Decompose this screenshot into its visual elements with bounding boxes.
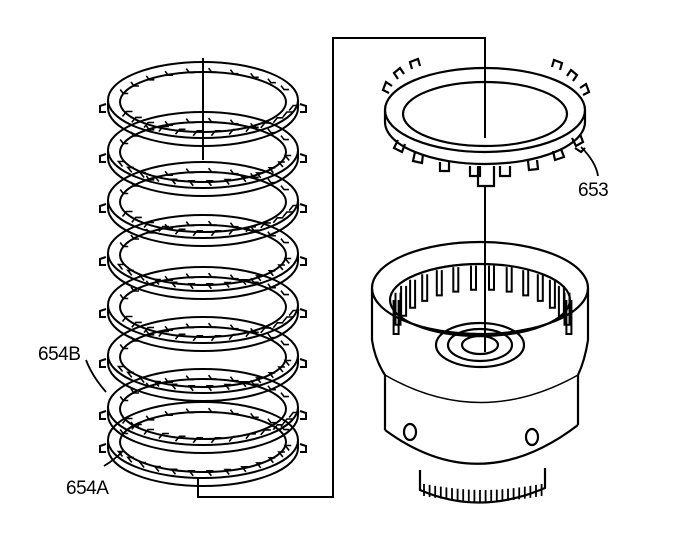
plate-outer-rim bbox=[107, 266, 299, 344]
leader-654b bbox=[85, 359, 107, 393]
plate-tabs bbox=[99, 358, 307, 368]
drum-spline bbox=[452, 267, 460, 293]
drum-internal-splines bbox=[392, 265, 573, 335]
clutch-plate bbox=[99, 214, 307, 300]
plate-edge bbox=[107, 355, 299, 402]
plate-edge bbox=[107, 407, 299, 454]
plate-inner-rim bbox=[119, 411, 287, 473]
assembly-bracket-line bbox=[197, 37, 486, 498]
plate-outer-rim bbox=[107, 316, 299, 394]
label-653: 653 bbox=[578, 180, 608, 201]
clutch-plate bbox=[99, 266, 307, 352]
plate-tabs bbox=[99, 256, 307, 266]
plate-edge bbox=[107, 150, 299, 197]
plate-inner-rim bbox=[119, 276, 287, 338]
label-654a: 654A bbox=[66, 478, 109, 499]
drum-spline bbox=[409, 279, 417, 309]
drum-spline bbox=[548, 279, 556, 309]
clutch-plate-stack bbox=[99, 61, 307, 487]
drum-spline bbox=[488, 265, 495, 291]
plate-teeth bbox=[116, 407, 292, 477]
drum-spline bbox=[557, 285, 565, 317]
clutch-plate bbox=[99, 401, 307, 487]
drum-spline bbox=[522, 270, 530, 297]
drum-spline bbox=[536, 274, 544, 302]
drum-spline bbox=[505, 267, 513, 293]
plate-edge bbox=[107, 440, 299, 487]
plate-edge bbox=[107, 305, 299, 352]
plate-edge bbox=[107, 200, 299, 247]
drum-spline bbox=[435, 270, 443, 297]
plate-inner-rim bbox=[119, 326, 287, 388]
plate-tabs bbox=[99, 308, 307, 318]
plate-inner-rim bbox=[119, 378, 287, 440]
plate-teeth bbox=[119, 272, 300, 342]
drum-spline bbox=[392, 300, 400, 335]
plate-edge bbox=[107, 253, 299, 300]
hub-gear-teeth bbox=[423, 484, 543, 502]
leader-653 bbox=[580, 146, 599, 177]
plate-tabs bbox=[99, 103, 307, 113]
plate-tabs bbox=[99, 203, 307, 213]
drum-spline bbox=[470, 265, 477, 291]
plate-tabs bbox=[99, 153, 307, 163]
plate-teeth bbox=[119, 67, 300, 137]
plate-inner-rim bbox=[119, 224, 287, 286]
label-654b: 654B bbox=[38, 344, 80, 365]
plate-outer-rim bbox=[107, 214, 299, 292]
leader-654a bbox=[103, 451, 123, 467]
drum-spline bbox=[421, 274, 429, 302]
clutch-plate bbox=[99, 161, 307, 247]
drum-spline bbox=[400, 285, 408, 317]
clutch-plate bbox=[99, 368, 307, 454]
clutch-plate bbox=[99, 316, 307, 402]
plate-inner-rim bbox=[119, 171, 287, 233]
drum-spline bbox=[565, 300, 573, 335]
plate-tabs bbox=[99, 410, 307, 420]
plate-tabs bbox=[99, 443, 307, 453]
plate-outer-rim bbox=[107, 368, 299, 446]
